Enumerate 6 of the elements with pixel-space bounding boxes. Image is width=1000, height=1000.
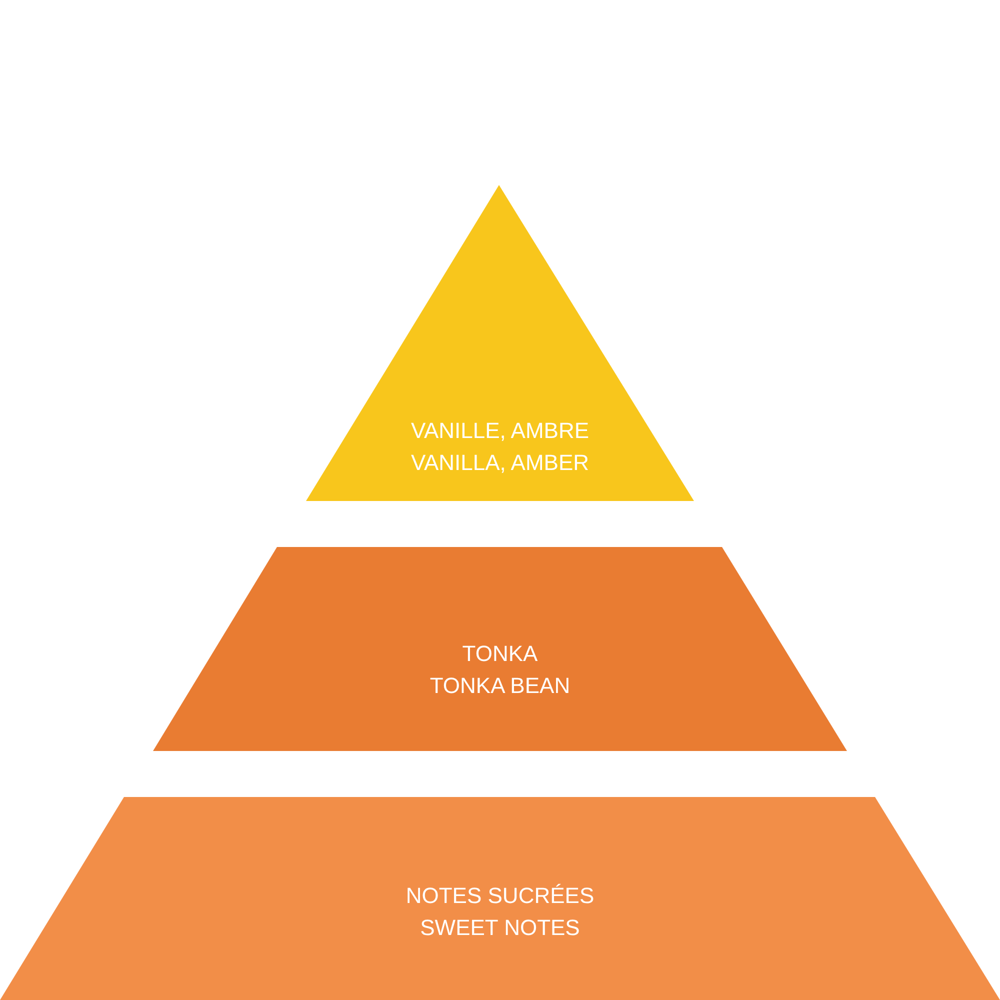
- tier-label: NOTES SUCRÉES: [406, 882, 594, 910]
- tier-label: TONKA: [462, 640, 538, 668]
- tier-label: VANILLA, AMBER: [410, 449, 590, 477]
- tier-label: TONKA BEAN: [430, 672, 570, 700]
- tier-label: SWEET NOTES: [420, 914, 580, 942]
- tier-label: VANILLE, AMBRE: [410, 417, 590, 445]
